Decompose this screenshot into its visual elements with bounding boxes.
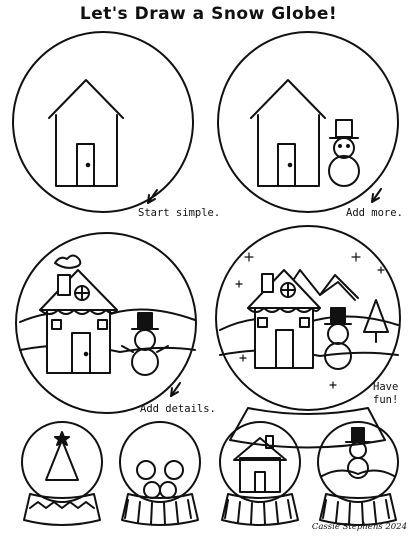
page-title: Let's Draw a Snow Globe! (79, 4, 338, 24)
arrow-icon (147, 189, 158, 204)
step-3-globe (15, 232, 197, 414)
mini-globe-house (219, 421, 301, 526)
snowflake-icon (235, 252, 385, 389)
mini-globe-snowman (317, 421, 399, 526)
step-2-caption: Add more. (346, 207, 403, 219)
snowman-icon (121, 312, 169, 376)
step-1-globe (12, 31, 194, 213)
mini-globe-snowmen (119, 421, 201, 526)
arrow-icon (371, 188, 382, 203)
house-icon (250, 79, 326, 187)
step-4-globe (215, 225, 401, 449)
arrow-icon (170, 382, 181, 397)
step-3-caption: Add details. (140, 403, 216, 415)
house-icon (48, 79, 124, 187)
mini-globe-tree (21, 421, 103, 526)
step-4-caption: Have fun! (373, 381, 399, 406)
snowman-icon (324, 307, 352, 370)
step-2-globe (217, 31, 399, 213)
step-1-caption: Start simple. (138, 207, 221, 219)
snowman-icon (328, 119, 360, 187)
house-icon (247, 269, 321, 369)
tree-icon (363, 299, 389, 343)
house-icon (39, 254, 118, 374)
signature: Cassie Stephens 2024 (311, 522, 407, 532)
